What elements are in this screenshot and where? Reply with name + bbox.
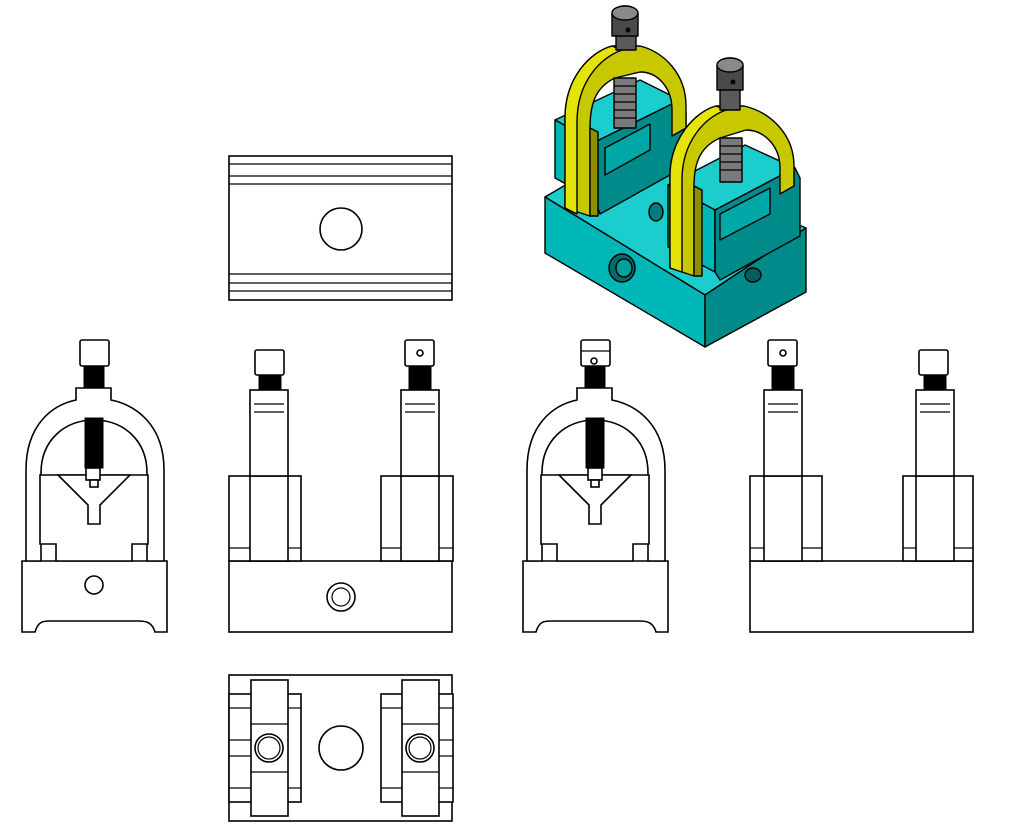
isometric-view xyxy=(544,5,807,348)
left-view-base-hole xyxy=(84,575,104,595)
bottom-view xyxy=(228,674,454,822)
left-side-view xyxy=(21,339,168,633)
right-view-knob xyxy=(580,339,611,367)
front-view xyxy=(228,339,454,633)
right-side-view xyxy=(522,339,669,633)
rear-view xyxy=(749,339,974,633)
rear-view-right-knob xyxy=(918,349,949,376)
left-view-knob xyxy=(79,339,110,367)
top-view xyxy=(228,155,453,301)
front-view-left-knob xyxy=(254,349,285,376)
top-view-center-hole xyxy=(319,207,363,251)
